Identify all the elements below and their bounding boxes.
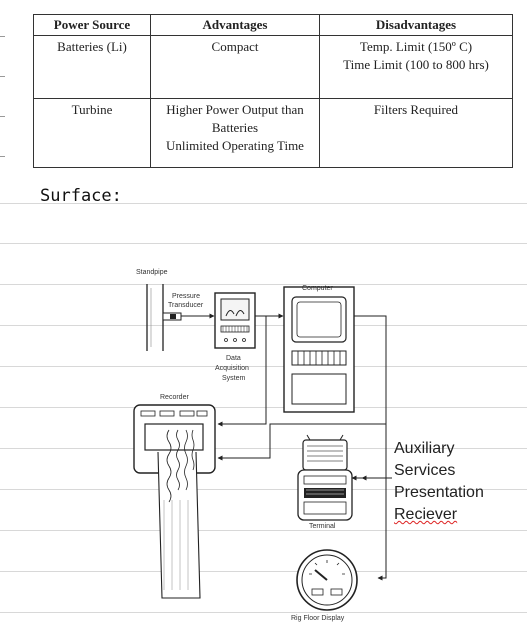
margin-tick: [0, 76, 5, 77]
cell-line: Temp. Limit (150º C): [359, 39, 473, 54]
table-cell: Filters Required: [319, 98, 513, 168]
table-cell: Turbine: [33, 98, 151, 168]
ruled-line: [0, 448, 527, 449]
recorder: [133, 404, 216, 599]
ruled-line: [0, 571, 527, 572]
cell-line: Compact: [211, 39, 259, 54]
standpipe: [146, 284, 164, 351]
label-das-2: Acquisition: [215, 365, 249, 372]
ruled-line: [0, 612, 527, 613]
table-row: Turbine Higher Power Output than Batteri…: [33, 98, 513, 168]
ruled-line: [0, 407, 527, 408]
computer: [283, 286, 355, 413]
label-pressure-2: Transducer: [168, 302, 204, 309]
cell-line: Filters Required: [373, 102, 459, 117]
label-standpipe: Standpipe: [136, 269, 168, 276]
cell-line: Unlimited Operating Time: [166, 138, 304, 153]
cell-line: Batteries: [211, 120, 259, 135]
margin-tick: [0, 36, 5, 37]
power-source-table: Power Source Advantages Disadvantages Ba…: [33, 14, 513, 168]
misspelled-word: Reciever: [394, 506, 458, 523]
ruled-line: [0, 203, 527, 204]
data-acquisition-system: [214, 292, 256, 349]
ruled-line: [0, 243, 527, 244]
column-header: Disadvantages: [319, 14, 513, 36]
table-cell: Higher Power Output than Batteries Unlim…: [150, 98, 320, 168]
label-das-1: Data: [226, 355, 241, 362]
section-heading: Surface:: [40, 186, 122, 206]
auxiliary-line: Reciever: [394, 504, 457, 526]
rig-floor-display: [296, 549, 358, 611]
label-terminal: Terminal: [309, 523, 336, 530]
label-das-3: System: [222, 375, 246, 382]
ruled-line: [0, 489, 527, 490]
terminal: [297, 434, 353, 521]
ruled-line: [0, 366, 527, 367]
margin-tick: [0, 116, 5, 117]
pressure-transducer: [162, 312, 215, 321]
label-recorder: Recorder: [160, 394, 189, 401]
table-header-row: Power Source Advantages Disadvantages: [33, 14, 513, 36]
cell-line: Time Limit (100 to 800 hrs): [343, 57, 489, 72]
ruled-line: [0, 284, 527, 285]
auxiliary-line: Auxiliary: [394, 440, 455, 457]
ruled-line: [0, 325, 527, 326]
label-pressure-1: Pressure: [172, 293, 200, 300]
table-cell: Batteries (Li): [33, 35, 151, 99]
margin-tick: [0, 156, 5, 157]
label-computer: Computer: [302, 285, 333, 292]
column-header: Advantages: [150, 14, 320, 36]
auxiliary-line: Services: [394, 462, 456, 479]
table-cell: Compact: [150, 35, 320, 99]
auxiliary-line: Presentation: [394, 484, 484, 501]
table-row: Batteries (Li) Compact Temp. Limit (150º…: [33, 35, 513, 99]
ruled-line: [0, 530, 527, 531]
label-rig-floor-display: Rig Floor Display: [291, 615, 345, 622]
column-header: Power Source: [33, 14, 151, 36]
table-cell: Temp. Limit (150º C) Time Limit (100 to …: [319, 35, 513, 99]
cell-line: Higher Power Output than: [166, 102, 304, 117]
